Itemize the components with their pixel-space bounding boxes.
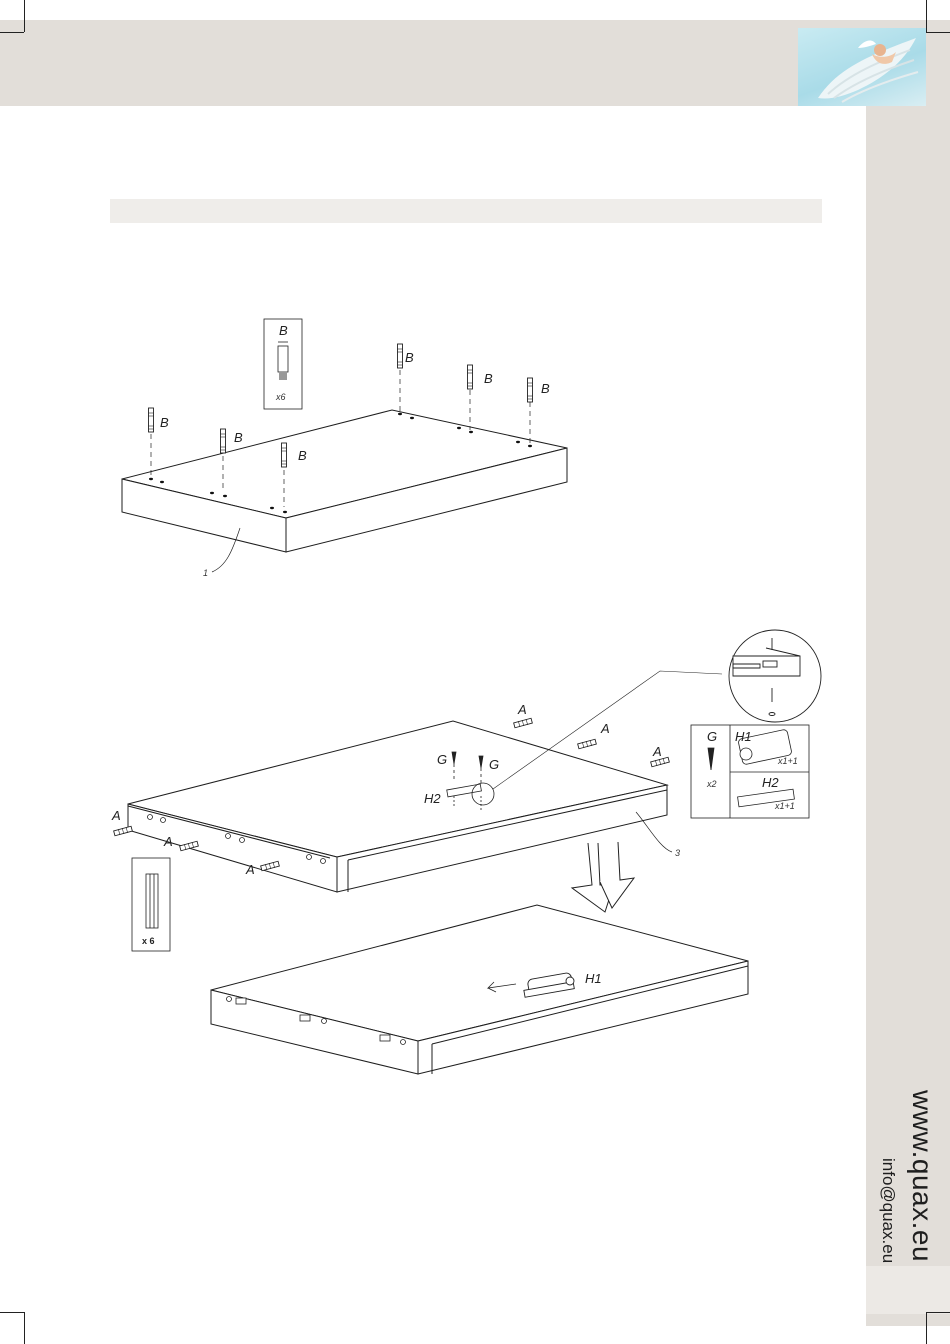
dowel-label: B (484, 371, 493, 386)
dowel-label: A (245, 862, 255, 877)
dowel-label: A (600, 721, 610, 736)
plate-label: H2 (424, 791, 441, 806)
dowel-label: A (111, 808, 121, 823)
kit-label: B (279, 323, 288, 338)
screw-label: G (489, 757, 499, 772)
detail-magnifier (729, 630, 821, 722)
dowel-label: A (163, 834, 173, 849)
dowel-pack-qty: x 6 (142, 936, 155, 946)
box-hinge-qty: x1+1 (777, 756, 798, 766)
step1-kit-box: B x6 (264, 319, 302, 409)
dowel-label: A (652, 744, 662, 759)
step2-panel-result (211, 905, 748, 1074)
screw-label: G (437, 752, 447, 767)
dowel-label: B (234, 430, 243, 445)
result-hinge-label: H1 (585, 971, 602, 986)
box-screw-qty: x2 (706, 779, 717, 789)
part-number: 3 (675, 848, 680, 858)
dowel-label: B (405, 350, 414, 365)
dowel-label: B (541, 381, 550, 396)
step1-panel (122, 410, 567, 552)
flip-arrow-icon (572, 842, 634, 912)
box-plate-qty: x1+1 (774, 801, 795, 811)
dowel-label: B (160, 415, 169, 430)
part-number: 1 (203, 568, 208, 578)
box-hinge-label: H1 (735, 729, 752, 744)
box-screw-label: G (707, 729, 717, 744)
dowel-label: A (517, 702, 527, 717)
dowel-label: B (298, 448, 307, 463)
box-plate-label: H2 (762, 775, 779, 790)
kit-quantity: x6 (275, 392, 286, 402)
